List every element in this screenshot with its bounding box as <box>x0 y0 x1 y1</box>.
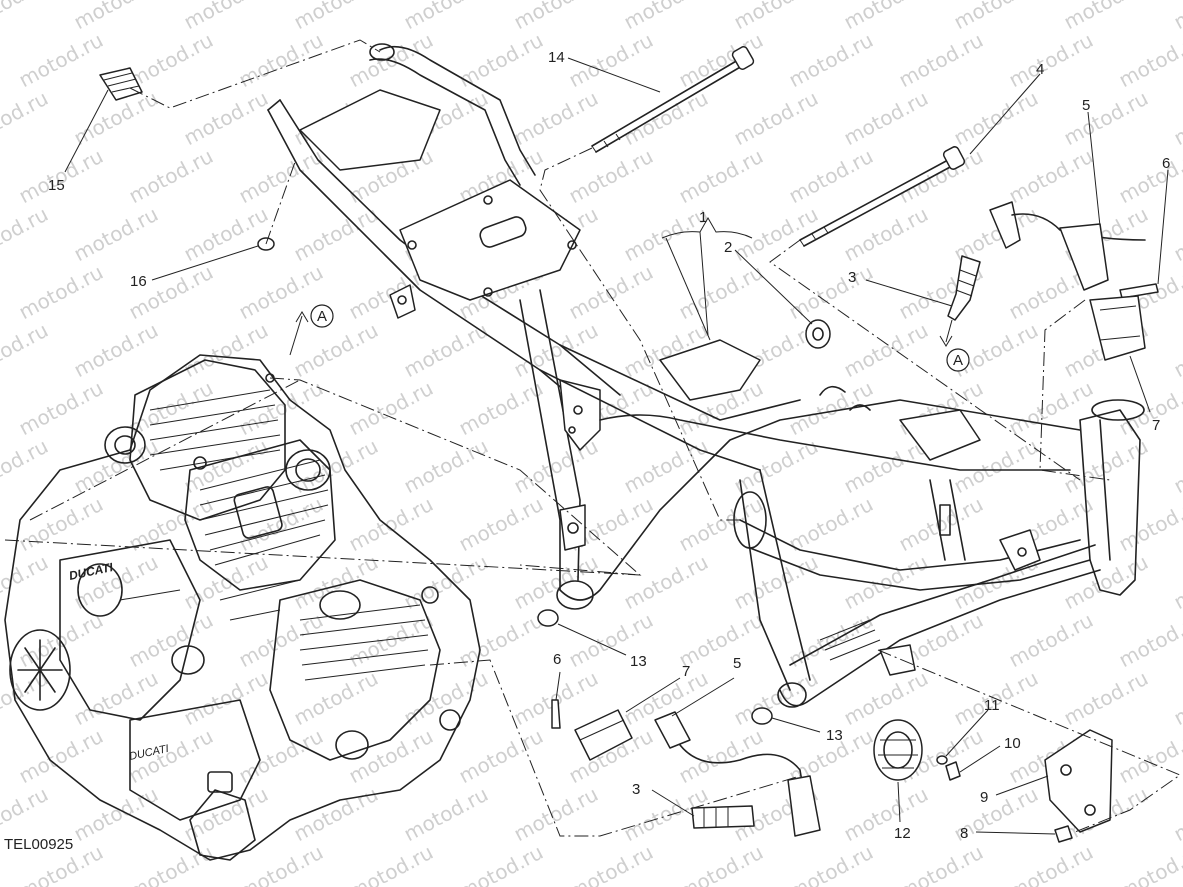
engine-brand-mark: DUCATI <box>68 560 115 583</box>
callout-1: 1 <box>699 209 707 226</box>
part-9-bracket <box>1044 729 1113 833</box>
part-2-spacer <box>805 319 831 349</box>
callout-7-lower: 7 <box>682 663 690 680</box>
part-6-screw-lower <box>551 699 561 729</box>
assembly-lines <box>4 39 1182 837</box>
callout-9: 9 <box>980 789 988 806</box>
part-5-plug-cap-upper <box>989 201 1146 291</box>
reference-marker-a-left <box>310 304 334 328</box>
drawing-code: TEL00925 <box>4 836 74 853</box>
reference-marker-a-right-label: A <box>953 352 963 369</box>
engine-case-brand-mark: DUCATI <box>128 743 170 763</box>
part-5-plug-cap-lower <box>654 711 821 837</box>
callout-16: 16 <box>130 273 147 290</box>
callout-3-upper: 3 <box>848 269 856 286</box>
part-15-rubber-grommet <box>99 67 143 101</box>
callout-6-lower: 6 <box>553 651 561 668</box>
reference-markers: A A <box>310 304 970 372</box>
callout-10: 10 <box>1004 735 1021 752</box>
reference-marker-a-left-label: A <box>317 308 327 325</box>
callout-15: 15 <box>48 177 65 194</box>
reference-marker-a-right <box>946 348 970 372</box>
callout-14: 14 <box>548 49 565 66</box>
part-7-ignition-coil-upper <box>1089 295 1146 361</box>
callout-3-lower: 3 <box>632 781 640 798</box>
part-3-spark-plug-lower <box>691 805 755 829</box>
part-3-spark-plug-upper <box>947 255 981 321</box>
part-14-long-bolt <box>591 46 755 153</box>
callout-12: 12 <box>894 825 911 842</box>
callout-8: 8 <box>960 825 968 842</box>
callout-4: 4 <box>1036 61 1044 78</box>
frame-assembly <box>267 43 1145 708</box>
callout-11: 11 <box>984 697 1000 714</box>
part-6-screw-upper <box>1119 283 1159 299</box>
part-4-long-bolt <box>799 146 966 247</box>
callout-labels: 15 16 14 4 5 6 1 2 3 7 13 13 6 7 5 3 11 … <box>48 49 1170 842</box>
callout-7-upper: 7 <box>1152 417 1160 434</box>
part-8-screw <box>1054 825 1073 843</box>
part-13-rubber-bush-right <box>751 707 773 725</box>
part-13-rubber-bush-left <box>537 609 559 627</box>
part-11-washer <box>936 755 948 765</box>
callout-13-right: 13 <box>826 727 843 744</box>
part-7-ignition-coil-lower <box>574 709 633 761</box>
part-10-screw <box>945 761 961 781</box>
leader-lines <box>64 57 1169 835</box>
callout-13-left: 13 <box>630 653 647 670</box>
callout-5-upper: 5 <box>1082 97 1090 114</box>
callout-2: 2 <box>724 239 732 256</box>
part-12-horn <box>873 719 923 781</box>
callout-5-lower: 5 <box>733 655 741 672</box>
engine-assembly: DUCATI DUCATI <box>4 354 481 861</box>
callout-6-upper: 6 <box>1162 155 1170 172</box>
